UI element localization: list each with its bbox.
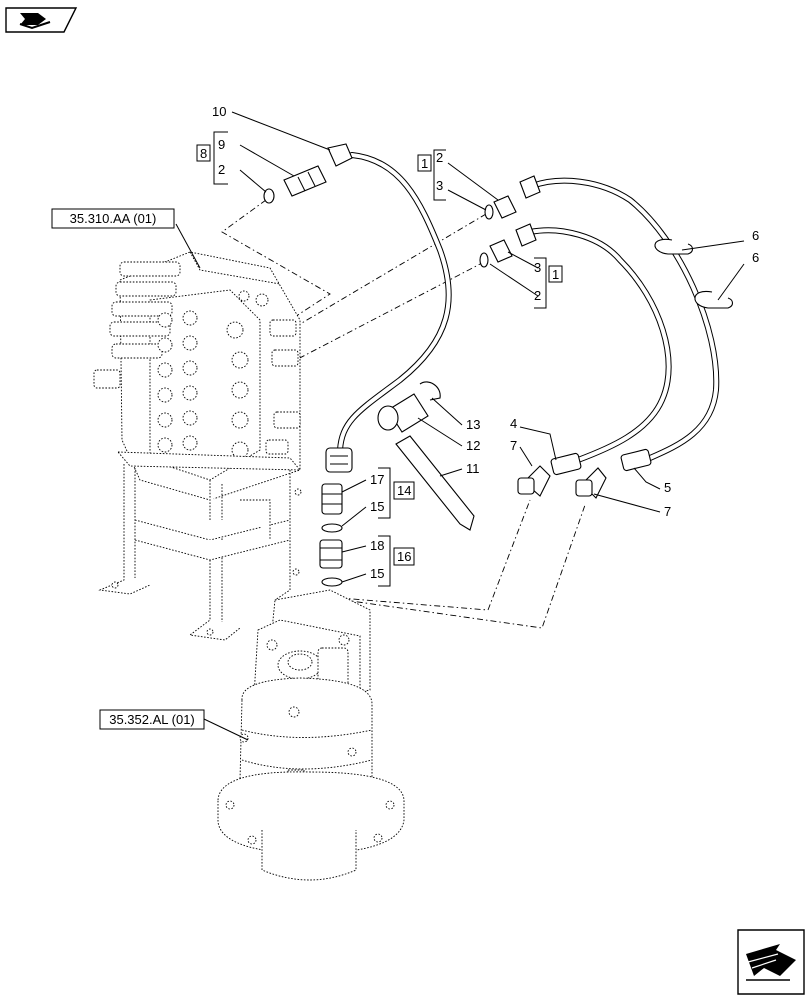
fitting-9 — [283, 165, 327, 197]
callout-6: 6 — [752, 250, 759, 265]
adapter-12 — [377, 393, 429, 433]
callout-1: 1 — [552, 267, 559, 282]
elbow-7a — [517, 465, 551, 497]
fitting-17 — [321, 483, 343, 515]
callout-18: 18 — [370, 538, 384, 553]
callout-3: 3 — [534, 260, 541, 275]
fitting-18 — [319, 539, 343, 569]
callout-13: 13 — [466, 417, 480, 432]
guard-11 — [395, 435, 475, 531]
clamp-6b — [694, 290, 734, 309]
callout-9: 9 — [218, 137, 225, 152]
callout-16: 16 — [397, 549, 411, 564]
callout-12: 12 — [466, 438, 480, 453]
valve-ports — [157, 290, 269, 459]
fitting-3-lower — [479, 239, 513, 268]
callout-1: 1 — [421, 156, 428, 171]
leader-lines — [175, 111, 745, 741]
fitting-3-top — [484, 195, 517, 220]
hose-10 — [325, 143, 452, 473]
callouts: 10 9 2 8 1 2 3 3 1 2 6 6 13 12 11 4 7 5 … — [196, 104, 759, 581]
arrow-back-icon[interactable] — [5, 7, 78, 33]
group-brackets — [213, 131, 547, 587]
callout-15: 15 — [370, 499, 384, 514]
ref-motor[interactable]: 35.352.AL (01) — [99, 709, 205, 730]
svg-text:35.352.AL (01): 35.352.AL (01) — [109, 712, 195, 727]
callout-11: 11 — [466, 461, 480, 476]
callout-15: 15 — [370, 566, 384, 581]
center-lines — [221, 199, 586, 629]
callout-14: 14 — [397, 483, 411, 498]
hose-5 — [519, 175, 720, 472]
o-ring-15a — [321, 523, 343, 533]
callout-5: 5 — [664, 480, 671, 495]
swing-motor-assembly — [217, 589, 405, 881]
callout-10: 10 — [212, 104, 226, 119]
callout-4: 4 — [510, 416, 517, 431]
clamp-6a — [654, 238, 694, 255]
o-ring-2a — [263, 188, 275, 204]
arrow-next-icon[interactable] — [737, 929, 805, 995]
ref-valve[interactable]: 35.310.AA (01) — [51, 208, 175, 229]
callout-8: 8 — [200, 146, 207, 161]
svg-text:35.310.AA (01): 35.310.AA (01) — [70, 211, 157, 226]
callout-7: 7 — [664, 504, 671, 519]
callout-2: 2 — [534, 288, 541, 303]
callout-2: 2 — [218, 162, 225, 177]
callout-3: 3 — [436, 178, 443, 193]
callout-6: 6 — [752, 228, 759, 243]
callout-7: 7 — [510, 438, 517, 453]
hose-4 — [515, 223, 672, 476]
o-ring-15b — [321, 577, 343, 587]
callout-17: 17 — [370, 472, 384, 487]
callout-2: 2 — [436, 150, 443, 165]
clip-13 — [419, 381, 441, 401]
control-valve-assembly — [93, 251, 302, 641]
elbow-7b — [575, 467, 607, 499]
